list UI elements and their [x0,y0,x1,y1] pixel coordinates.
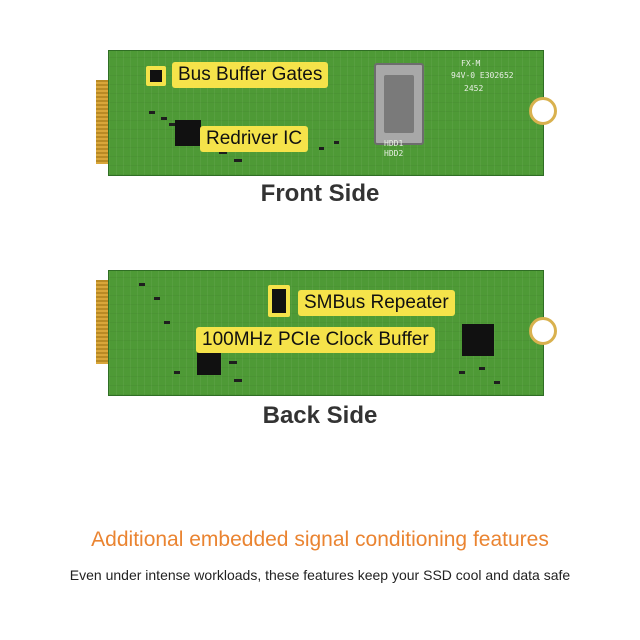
clock-buffer-label: 100MHz PCIe Clock Buffer [196,327,435,353]
bus-buffer-chip-icon [146,66,166,86]
smbus-repeater-label: SMBus Repeater [298,290,455,316]
silk-hdd2: HDD2 [384,149,404,158]
silk-cert: 94V-0 E302652 [451,71,514,80]
redriver-ic-label: Redriver IC [200,126,309,152]
smbus-repeater-chip-icon [268,285,290,317]
mounting-notch [529,317,557,345]
clock-buffer-chip-icon [462,324,494,356]
front-side-title: Front Side [260,180,380,207]
edge-connector-pads [96,80,108,164]
connector-block [374,63,424,145]
edge-connector-pads [96,280,108,364]
silk-code: 2452 [464,84,484,93]
mounting-notch [529,97,557,125]
features-subline: Even under intense workloads, these feat… [69,567,571,583]
features-headline: Additional embedded signal conditioning … [91,528,549,551]
silk-fx-m: FX-M [461,59,481,68]
redriver-chip-icon [175,120,201,146]
bus-buffer-gates-label: Bus Buffer Gates [172,62,329,88]
qfn-chip [197,351,221,375]
silk-hdd1: HDD1 [384,139,404,148]
back-side-title: Back Side [262,402,378,429]
